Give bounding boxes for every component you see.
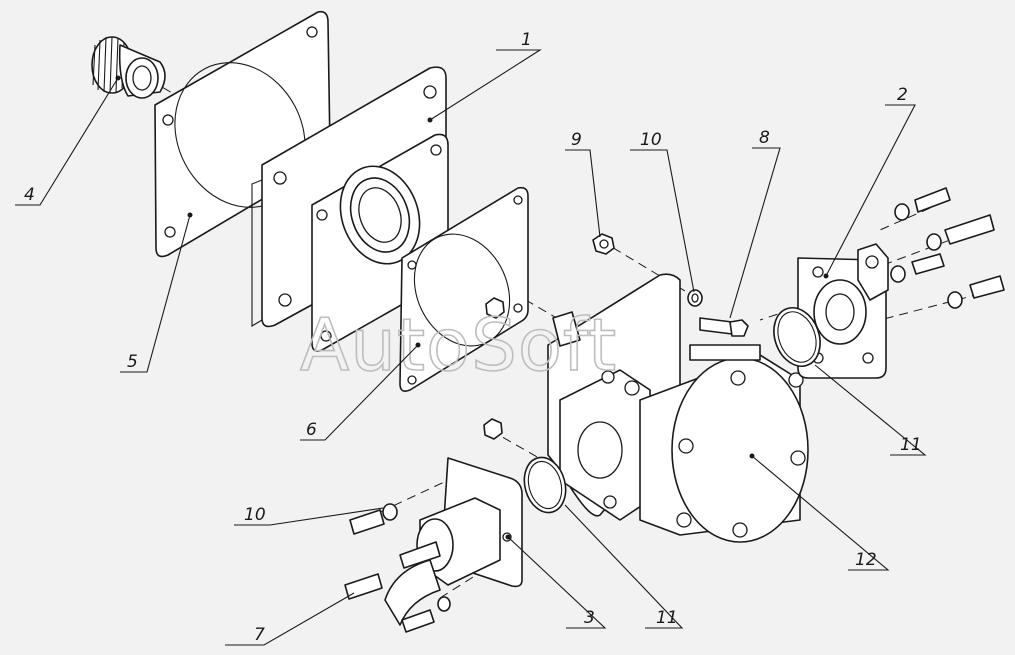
callout-12: 12: [855, 550, 877, 570]
watermark-text: AutoSoft: [300, 303, 617, 387]
callout-5: 5: [127, 352, 138, 372]
inlet-flange: [384, 457, 523, 626]
spring-washer-upper: [687, 289, 703, 307]
callout-9: 9: [571, 130, 582, 150]
callout-7: 7: [254, 625, 265, 645]
callout-11-right: 11: [900, 435, 922, 455]
flange-bolts-right: [890, 187, 1005, 309]
callout-4: 4: [24, 185, 35, 205]
stud-bolts: [699, 317, 749, 337]
callout-6: 6: [306, 420, 317, 440]
o-ring-outlet: [773, 307, 821, 367]
callout-2: 2: [897, 85, 908, 105]
callout-10-lower: 10: [244, 505, 266, 525]
hex-nut: [592, 233, 615, 255]
callout-labels: 4 5 1 6 2 9 10 8 11 12 10 7 3 11: [24, 30, 922, 645]
callout-1: 1: [521, 30, 532, 50]
pump-housing: [547, 273, 809, 543]
callout-3: 3: [584, 608, 595, 628]
leader-lines: [15, 49, 927, 646]
callout-10-upper: 10: [640, 130, 662, 150]
callout-8: 8: [759, 128, 770, 148]
leader-dots: [115, 75, 829, 540]
callout-11-lower: 11: [656, 608, 678, 628]
splined-gear-coupling: [91, 36, 166, 99]
housing-nuts: [483, 297, 505, 440]
o-ring-inlet: [523, 456, 567, 514]
square-gasket: [399, 186, 529, 392]
outlet-flange: [797, 243, 889, 379]
lower-bolts: [344, 503, 451, 633]
